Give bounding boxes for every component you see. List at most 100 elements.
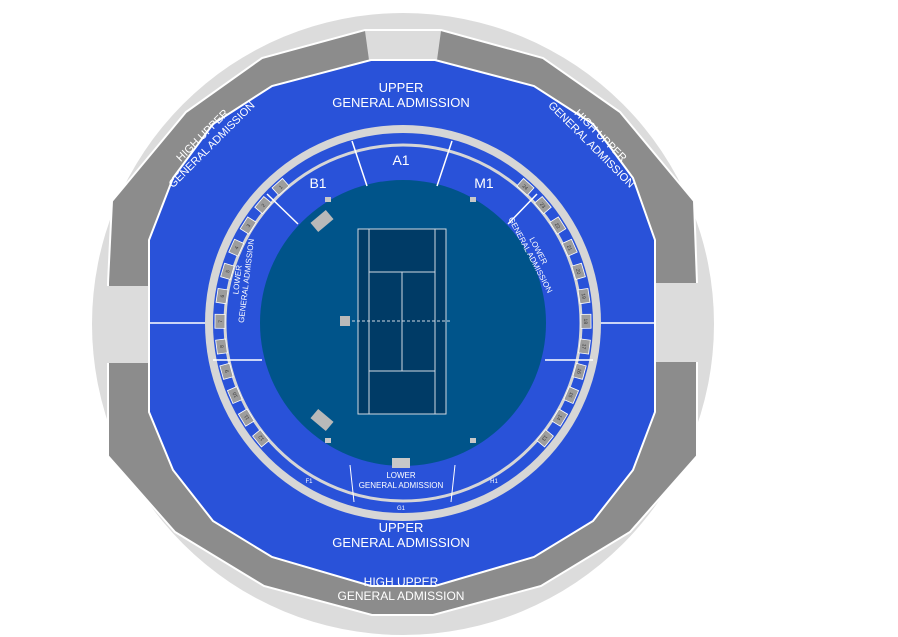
label-section-g1: G1 (397, 506, 406, 512)
luxury-box-shape (228, 238, 245, 257)
divider-m1-right (507, 193, 538, 225)
luxury-box-shape (536, 429, 554, 448)
luxury-box-right-13[interactable]: 13 (536, 429, 554, 448)
luxury-box-number: 2 (261, 203, 268, 209)
label-section-h1: H1 (490, 479, 498, 485)
luxury-box-shape (214, 313, 226, 329)
luxury-box-shape (215, 338, 228, 355)
luxury-box-number: 6 (220, 294, 226, 298)
luxury-box-number: 12 (257, 433, 265, 441)
divider-a1-right (436, 140, 453, 187)
luxury-box-number: 14 (555, 413, 563, 421)
label-lower-bottom-line1: LOWER (386, 471, 416, 480)
luxury-box-left-10[interactable]: 10 (226, 386, 243, 405)
label-high-upper-bottom-line1: HIGH UPPER (364, 575, 439, 589)
luxury-box-shape (580, 313, 592, 329)
luxury-box-shape (271, 177, 290, 196)
luxury-box-right-19[interactable]: 19 (577, 287, 591, 305)
luxury-box-left-1[interactable]: 1 (271, 177, 290, 196)
luxury-box-shape (577, 287, 591, 305)
luxury-box-number: 4 (234, 245, 241, 250)
tunnel-marker-3 (325, 438, 331, 443)
luxury-box-number: 5 (225, 269, 232, 274)
luxury-box-left-11[interactable]: 11 (237, 408, 255, 427)
luxury-box-number: 21 (565, 244, 573, 252)
gap-top (365, 31, 441, 60)
luxury-box-shape (220, 262, 235, 281)
luxury-box-left-7[interactable]: 7 (214, 313, 226, 329)
luxury-box-left-4[interactable]: 4 (228, 238, 245, 257)
luxury-box-shape (252, 429, 270, 448)
label-upper-bottom-line2: GENERAL ADMISSION (332, 535, 470, 550)
luxury-box-shape (516, 177, 535, 196)
luxury-box-shape (534, 195, 552, 215)
label-high-upper-bottom-line2: GENERAL ADMISSION (338, 589, 465, 603)
luxury-box-number: 7 (218, 320, 224, 323)
label-upper-top-line2: GENERAL ADMISSION (332, 95, 470, 110)
luxury-box-shape (572, 362, 587, 380)
luxury-box-number: 16 (575, 368, 582, 375)
tunnel-marker-4 (470, 438, 476, 443)
luxury-box-number: 24 (521, 184, 529, 192)
luxury-box-right-15[interactable]: 15 (563, 386, 580, 405)
luxury-box-number: 1 (278, 184, 284, 190)
divider-h1 (450, 464, 456, 503)
chair-umpire-marker (340, 316, 350, 326)
luxury-box-number: 17 (580, 343, 587, 350)
luxury-box-left-2[interactable]: 2 (254, 195, 272, 215)
luxury-box-shape (237, 408, 255, 427)
luxury-box-left-9[interactable]: 9 (219, 362, 234, 380)
luxury-box-number: 11 (243, 413, 251, 421)
luxury-box-left-5[interactable]: 5 (220, 262, 235, 281)
label-lower-bottom-line2: GENERAL ADMISSION (359, 481, 444, 490)
label-section-b1: B1 (309, 175, 326, 191)
luxury-box-left-3[interactable]: 3 (239, 216, 257, 235)
divider-a1-left (351, 140, 368, 187)
luxury-box-number: 15 (566, 391, 574, 399)
luxury-box-right-16[interactable]: 16 (572, 362, 587, 380)
luxury-box-number: 10 (232, 391, 240, 399)
label-upper-bottom-line1: UPPER (379, 520, 424, 535)
camera-platform-top (310, 209, 334, 233)
luxury-box-left-6[interactable]: 6 (215, 287, 229, 305)
divider-f1 (349, 464, 355, 503)
gap-left (104, 286, 148, 363)
gap-right (654, 283, 698, 362)
luxury-box-right-18[interactable]: 18 (580, 313, 592, 329)
luxury-box-number: 3 (246, 223, 253, 229)
label-lower-left-line1: LOWER (231, 264, 244, 294)
luxury-box-shape (215, 287, 229, 305)
luxury-box-right-14[interactable]: 14 (551, 408, 569, 427)
luxury-box-right-22[interactable]: 22 (549, 216, 567, 235)
luxury-box-shape (549, 216, 567, 235)
luxury-box-shape (563, 386, 580, 405)
luxury-box-number: 23 (538, 202, 546, 210)
tunnel-marker-1 (325, 197, 331, 202)
label-section-f1: F1 (305, 479, 313, 485)
luxury-box-shape (561, 238, 578, 257)
luxury-box-right-17[interactable]: 17 (578, 338, 591, 355)
luxury-box-shape (254, 195, 272, 215)
luxury-box-number: 9 (224, 369, 231, 373)
luxury-box-left-12[interactable]: 12 (252, 429, 270, 448)
luxury-box-right-24[interactable]: 24 (516, 177, 535, 196)
luxury-box-number: 19 (580, 293, 587, 300)
tunnel-marker-2 (470, 197, 476, 202)
luxury-box-number: 13 (540, 434, 548, 442)
luxury-box-number: 18 (582, 319, 588, 325)
luxury-box-right-23[interactable]: 23 (534, 195, 552, 215)
luxury-box-right-21[interactable]: 21 (561, 238, 578, 257)
luxury-box-right-20[interactable]: 20 (571, 262, 586, 281)
luxury-box-shape (219, 362, 234, 380)
label-section-a1: A1 (392, 152, 409, 168)
label-upper-top-line1: UPPER (379, 80, 424, 95)
luxury-box-shape (571, 262, 586, 281)
luxury-box-shape (551, 408, 569, 427)
luxury-box-left-8[interactable]: 8 (215, 338, 228, 355)
luxury-box-number: 8 (219, 344, 225, 348)
camera-platform-bottom (310, 408, 334, 432)
luxury-box-shape (226, 386, 243, 405)
